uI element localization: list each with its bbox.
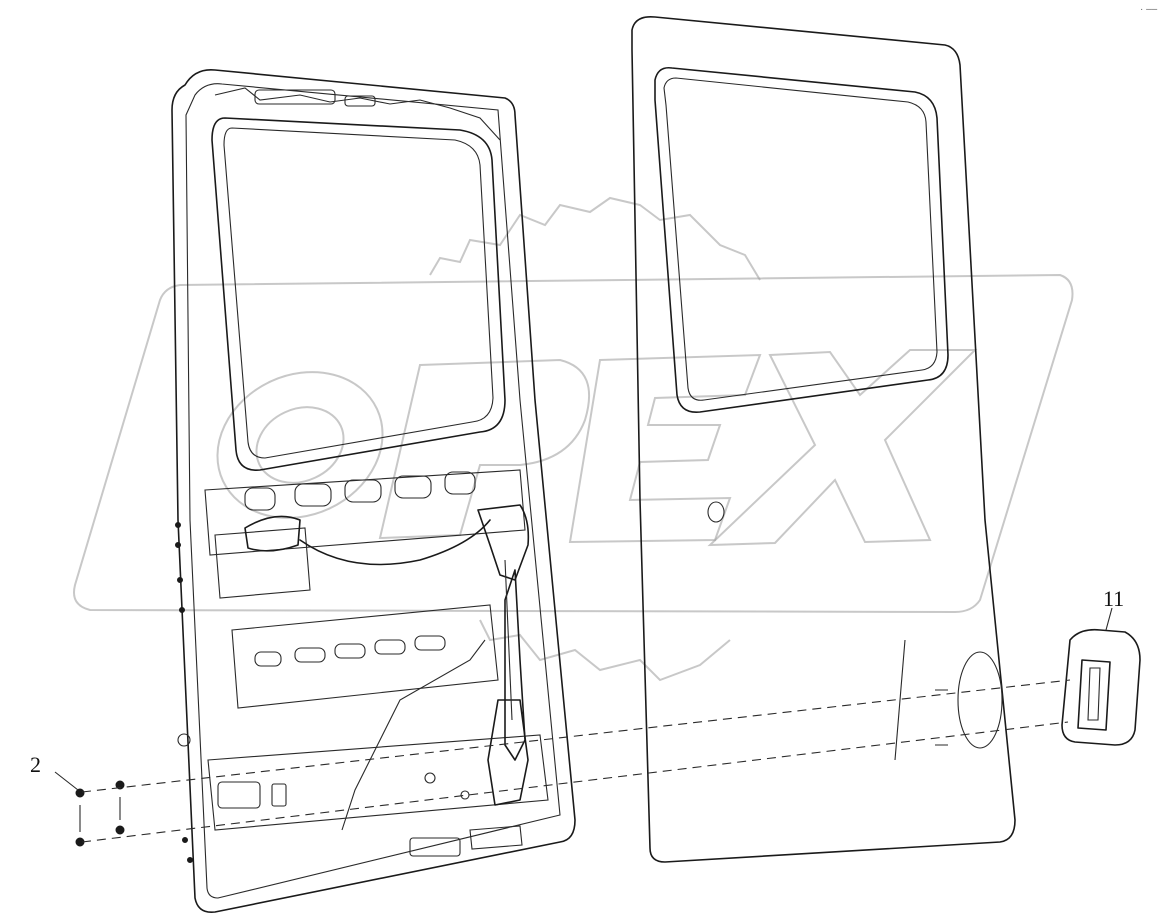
outside-door-handle xyxy=(1061,628,1141,746)
callout-11: 11 xyxy=(1103,586,1124,611)
outer-door-panel xyxy=(631,15,1016,863)
callout-2: 2 xyxy=(30,752,41,777)
lock-mechanism xyxy=(244,504,530,806)
inner-door-panel xyxy=(171,68,576,914)
fasteners xyxy=(75,780,125,847)
assembly-lines xyxy=(81,639,1071,843)
corner-mark: · –– xyxy=(1140,4,1158,15)
watermark-logo xyxy=(73,196,1074,682)
callout-leaders xyxy=(54,607,1113,791)
